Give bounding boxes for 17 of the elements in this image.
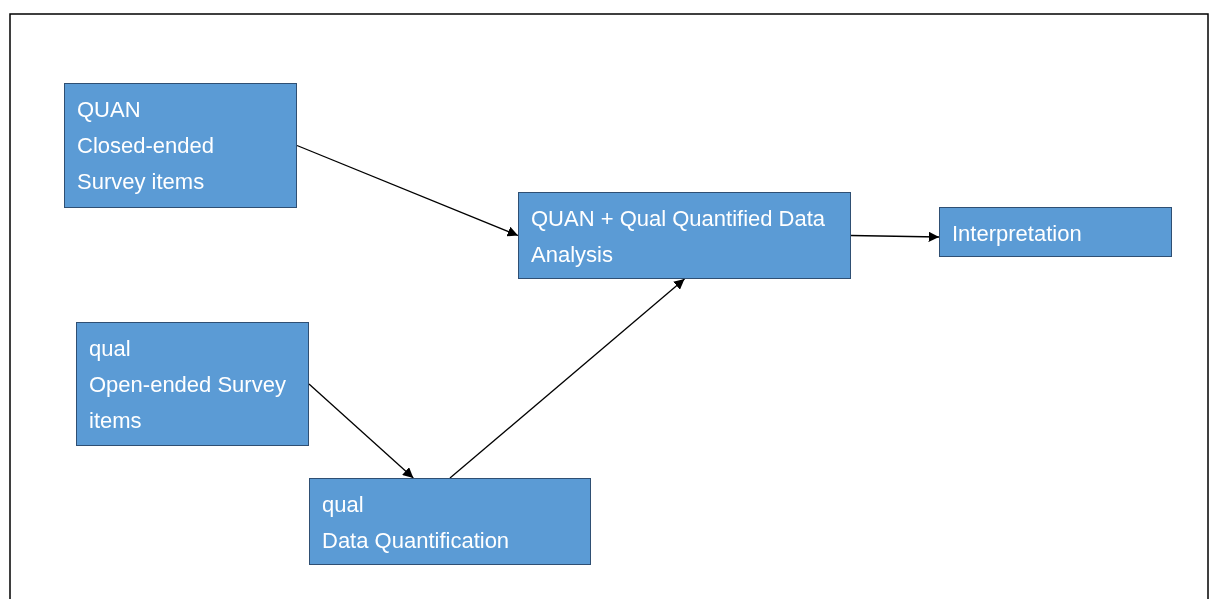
arrow (308, 383, 414, 479)
process-box (939, 207, 1172, 257)
box-heading: Interpretation (952, 220, 1083, 248)
process-box (518, 192, 851, 279)
arrow (296, 144, 519, 237)
box-text: Closed-ended Survey items (77, 132, 215, 196)
arrow (449, 278, 686, 479)
process-box (309, 478, 591, 565)
box-heading: qual (322, 491, 365, 519)
box-text: Open-ended Survey items (89, 371, 287, 435)
box-text: Data Quantification (322, 527, 511, 555)
process-box (76, 322, 309, 446)
box-heading: QUAN (77, 96, 142, 124)
box-heading: QUAN + Qual Quantified Data Analysis (531, 205, 827, 269)
process-box (64, 83, 297, 208)
box-heading: qual (89, 335, 132, 363)
arrow (850, 231, 940, 242)
